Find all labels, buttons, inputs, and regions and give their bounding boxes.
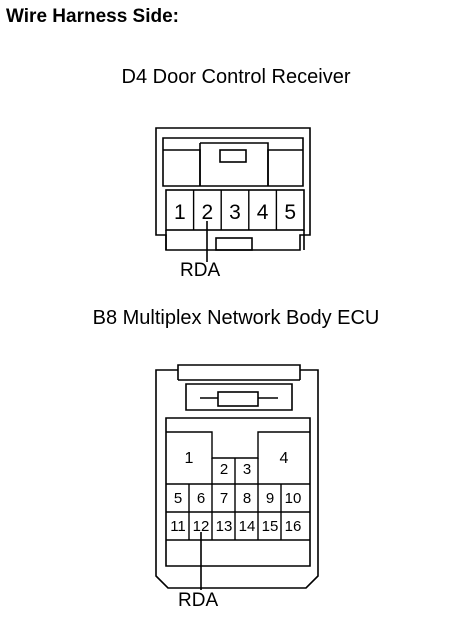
pin-number-11: 11 bbox=[170, 518, 186, 535]
pin-number-16: 16 bbox=[285, 518, 302, 535]
pin-number-3: 3 bbox=[243, 461, 251, 478]
pin-number-5: 5 bbox=[284, 201, 296, 224]
pin-number-1: 1 bbox=[185, 450, 194, 467]
pin-number-2: 2 bbox=[220, 461, 228, 478]
pin-number-9: 9 bbox=[266, 490, 274, 507]
pin-number-7: 7 bbox=[220, 490, 228, 507]
connector-b8-grid bbox=[166, 431, 310, 541]
pin-number-8: 8 bbox=[243, 490, 251, 507]
pin-number-14: 14 bbox=[239, 518, 256, 535]
pin-number-4: 4 bbox=[257, 201, 269, 224]
pin-number-1: 1 bbox=[174, 201, 186, 224]
diagram-heading: Wire Harness Side: bbox=[6, 6, 180, 27]
pin-number-3: 3 bbox=[229, 201, 241, 224]
connector-b8-title: B8 Multiplex Network Body ECU bbox=[92, 307, 380, 329]
connector-d4 bbox=[155, 127, 311, 251]
pin-number-5: 5 bbox=[174, 490, 182, 507]
connector-d4-title: D4 Door Control Receiver bbox=[121, 66, 351, 88]
pin-number-12: 12 bbox=[193, 518, 210, 535]
connector-b8-signal-label: RDA bbox=[178, 590, 219, 611]
pin-number-15: 15 bbox=[262, 518, 279, 535]
connector-d4-signal-label: RDA bbox=[180, 260, 221, 281]
pin-number-6: 6 bbox=[197, 490, 205, 507]
connector-b8 bbox=[155, 364, 319, 589]
pin-number-2: 2 bbox=[202, 201, 214, 224]
pin-number-13: 13 bbox=[216, 518, 233, 535]
pin-number-10: 10 bbox=[285, 490, 302, 507]
pin-number-4: 4 bbox=[280, 450, 289, 467]
